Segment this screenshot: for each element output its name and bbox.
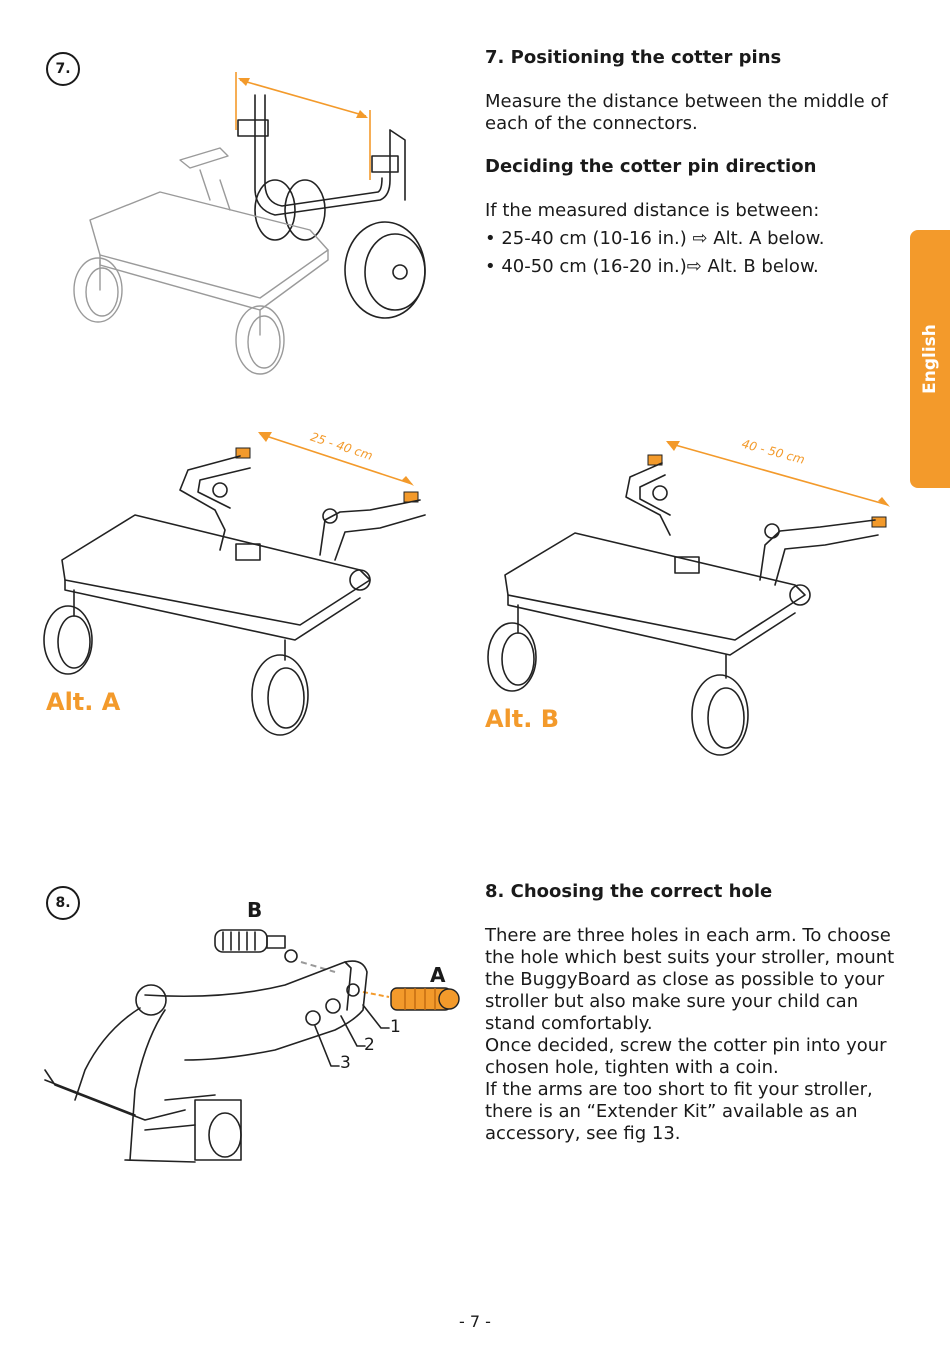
- step-8-body-line: there is an “Extender Kit” available as …: [485, 1101, 858, 1122]
- language-tab-label: English: [920, 324, 940, 394]
- bullet-item: • 40-50 cm (16-20 in.)⇨ Alt. B below.: [485, 256, 915, 278]
- step-8-heading: 8. Choosing the correct hole: [485, 881, 773, 902]
- page-number: - 7 -: [459, 1312, 491, 1331]
- step-7-condition-block: If the measured distance is between: • 2…: [485, 200, 915, 278]
- arm-holes-illustration: [44, 929, 460, 1163]
- alt-a-dimension: 25 - 40 cm: [309, 430, 375, 463]
- hole-2-callout: 2: [364, 1035, 375, 1055]
- step-7-subheading: Deciding the cotter pin direction: [485, 156, 817, 177]
- right-arrow-icon: ⇨: [686, 256, 702, 277]
- step-8-body-line: accessory, see fig 13.: [485, 1123, 681, 1144]
- language-tab[interactable]: English: [910, 230, 950, 488]
- hole-3-callout: 3: [340, 1053, 351, 1073]
- alt-b-board-illustration: 40 - 50 cm: [487, 437, 890, 756]
- step-7-intro: Measure the distance between the middle …: [485, 91, 915, 135]
- stroller-with-board-illustration: [73, 72, 426, 375]
- alt-a-board-illustration: 25 - 40 cm: [43, 430, 426, 736]
- bullet-range: • 40-50 cm (16-20 in.): [485, 256, 687, 277]
- step-7-intro-line: each of the connectors.: [485, 113, 698, 134]
- step-8-body-line: Once decided, screw the cotter pin into …: [485, 1035, 887, 1056]
- alt-a-label: Alt. A: [46, 688, 121, 716]
- step-7-condition: If the measured distance is between:: [485, 200, 820, 221]
- bullet-range: • 25-40 cm (10-16 in.): [485, 228, 687, 249]
- hole-1-callout: 1: [390, 1017, 401, 1037]
- bullet-target: Alt. A below.: [713, 228, 825, 249]
- pin-a-callout: A: [430, 963, 446, 987]
- step-8-body-line: stand comfortably.: [485, 1013, 653, 1034]
- step-8-body-line: If the arms are too short to fit your st…: [485, 1079, 873, 1100]
- step-8-body-line: There are three holes in each arm. To ch…: [485, 925, 891, 946]
- step-8-body-line: stroller but also make sure your child c…: [485, 991, 859, 1012]
- step-8-body-line: the BuggyBoard as close as possible to y…: [485, 969, 885, 990]
- step-8-badge: 8.: [46, 886, 80, 920]
- step-8-body-line: chosen hole, tighten with a coin.: [485, 1057, 779, 1078]
- bullet-target: Alt. B below.: [707, 256, 819, 277]
- bullet-item: • 25-40 cm (10-16 in.) ⇨ Alt. A below.: [485, 228, 915, 250]
- step-8-body-line: the hole which best suits your stroller,…: [485, 947, 895, 968]
- step-7-intro-line: Measure the distance between the middle …: [485, 91, 888, 112]
- step-7-heading: 7. Positioning the cotter pins: [485, 47, 782, 68]
- step-7-badge: 7.: [46, 52, 80, 86]
- step-8-body: There are three holes in each arm. To ch…: [485, 925, 915, 1145]
- right-arrow-icon: ⇨: [692, 228, 708, 249]
- alt-b-dimension: 40 - 50 cm: [740, 437, 806, 467]
- pin-b-callout: B: [247, 898, 263, 922]
- alt-b-label: Alt. B: [485, 705, 560, 733]
